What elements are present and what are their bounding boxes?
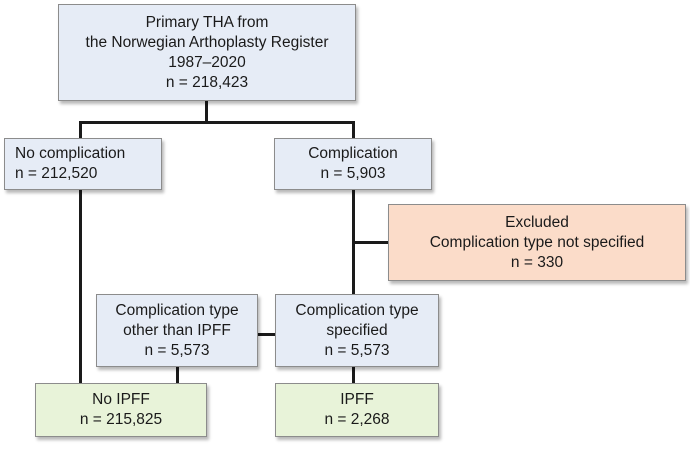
connector-other-to-no-ipff [176, 367, 179, 383]
complication-label: Complication [308, 145, 398, 162]
type-other-line1: Complication type [115, 301, 239, 319]
complication-box: Complication n = 5,903 [274, 138, 432, 190]
complication-type-other-box: Complication type other than IPFF n = 5,… [96, 294, 258, 367]
excluded-count: n = 330 [510, 253, 564, 271]
connector-primary-down [205, 101, 208, 123]
type-other-line2: other than IPFF [123, 321, 231, 339]
primary-title-line1: Primary THA from [145, 13, 269, 31]
no-complication-box: No complication n = 212,520 [4, 138, 162, 190]
type-specified-count: n = 5,573 [324, 341, 390, 359]
excluded-box: Excluded Complication type not specified… [388, 204, 686, 281]
type-specified-line2: specified [326, 321, 388, 339]
primary-title-line2: the Norwegian Arthoplasty Register [85, 33, 329, 51]
no-complication-count: n = 212,520 [15, 165, 98, 182]
connector-to-excluded [352, 241, 388, 244]
connector-specified-to-other [258, 333, 275, 336]
connector-specified-to-ipff [352, 367, 355, 383]
no-complication-label: No complication [15, 145, 126, 162]
connector-to-no-complication [79, 121, 82, 138]
no-ipff-count: n = 215,825 [79, 411, 163, 428]
complication-type-specified-box: Complication type specified n = 5,573 [275, 294, 439, 367]
ipff-box: IPFF n = 2,268 [275, 383, 439, 437]
excluded-title: Excluded [505, 213, 569, 231]
connector-to-complication [352, 121, 355, 138]
primary-count: n = 218,423 [165, 73, 249, 91]
connector-split-horizontal [79, 121, 355, 124]
excluded-reason: Complication type not specified [429, 233, 645, 251]
primary-tha-box: Primary THA from the Norwegian Arthoplas… [58, 4, 356, 101]
primary-years: 1987–2020 [168, 53, 246, 71]
no-ipff-box: No IPFF n = 215,825 [35, 383, 207, 437]
ipff-count: n = 2,268 [324, 411, 390, 428]
ipff-label: IPFF [340, 391, 374, 408]
connector-no-complication-down [79, 190, 82, 383]
type-other-count: n = 5,573 [144, 341, 210, 359]
type-specified-line1: Complication type [295, 301, 419, 319]
complication-count: n = 5,903 [320, 165, 386, 182]
no-ipff-label: No IPFF [92, 391, 150, 408]
